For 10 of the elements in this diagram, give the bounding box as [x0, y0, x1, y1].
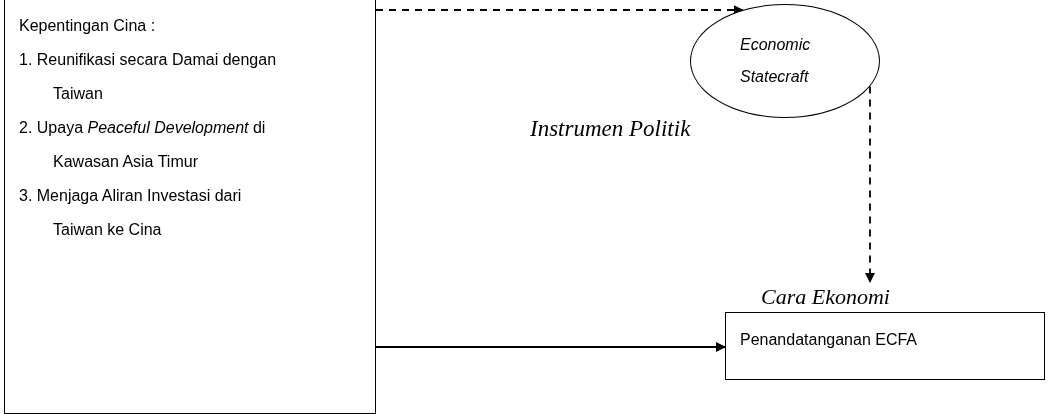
node-text: Economic Statecraft: [740, 35, 812, 87]
node-text: Penandatanganan ECFA: [740, 331, 918, 348]
arrow: [375, 342, 726, 352]
box-heading: Kepentingan Cina :: [19, 16, 157, 36]
arrow: [375, 5, 744, 15]
text-box: [4, 0, 376, 414]
node-heading: Cara Ekonomi: [760, 283, 891, 311]
list-item: 2. Upaya Peaceful Development di Kawasan Asia Timur: [19, 118, 267, 172]
list-item: 3. Menjaga Aliran Investasi dari Taiwan ke Cina: [19, 186, 243, 240]
arrow: [865, 85, 875, 283]
